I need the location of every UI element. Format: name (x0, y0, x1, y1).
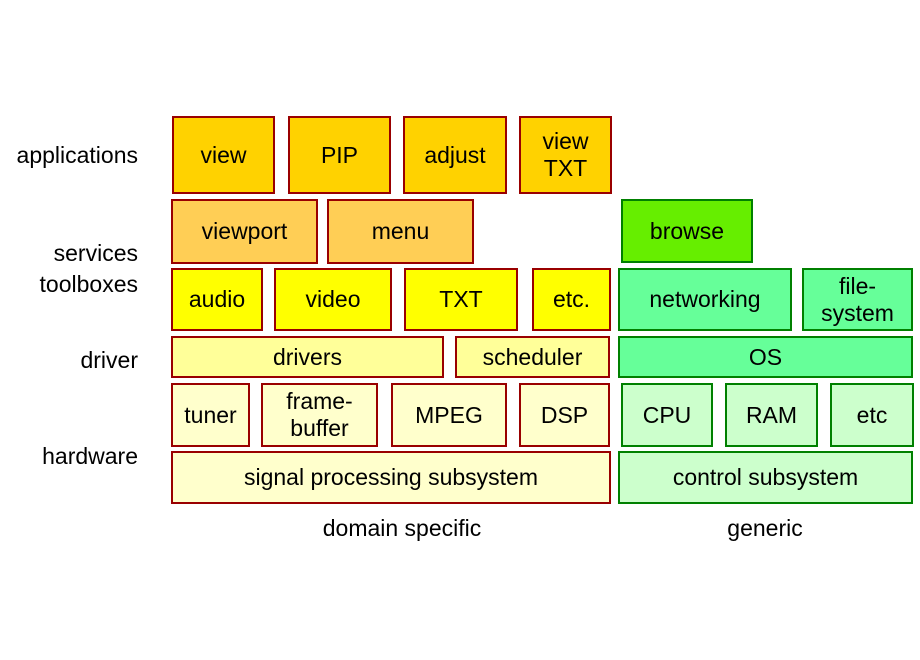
box-ram: RAM (725, 383, 818, 447)
box-networking: networking (618, 268, 792, 331)
row-label-hardware: hardware (42, 443, 138, 469)
box-video: video (274, 268, 392, 331)
box-signal-processing-subsystem: signal processing subsystem (171, 451, 611, 504)
box-view-txt: view TXT (519, 116, 612, 194)
box-tuner: tuner (171, 383, 250, 447)
row-label-services: services (53, 240, 138, 266)
box-viewport: viewport (171, 199, 318, 264)
box-audio: audio (171, 268, 263, 331)
box-mpeg: MPEG (391, 383, 507, 447)
row-label-applications: applications (16, 142, 138, 168)
box-etc-hardware: etc (830, 383, 914, 447)
row-label-toolboxes: toolboxes (39, 271, 138, 297)
box-dsp: DSP (519, 383, 610, 447)
box-drivers: drivers (171, 336, 444, 378)
box-control-subsystem: control subsystem (618, 451, 913, 504)
box-browse: browse (621, 199, 753, 263)
box-menu: menu (327, 199, 474, 264)
row-label-driver: driver (80, 347, 138, 373)
box-scheduler: scheduler (455, 336, 610, 378)
box-txt: TXT (404, 268, 518, 331)
box-etc-toolbox: etc. (532, 268, 611, 331)
caption-domain-specific: domain specific (322, 515, 482, 541)
box-filesystem: file- system (802, 268, 913, 331)
caption-generic: generic (727, 515, 803, 541)
box-adjust: adjust (403, 116, 507, 194)
box-pip: PIP (288, 116, 391, 194)
box-view: view (172, 116, 275, 194)
box-framebuffer: frame- buffer (261, 383, 378, 447)
box-os: OS (618, 336, 913, 378)
box-cpu: CPU (621, 383, 713, 447)
